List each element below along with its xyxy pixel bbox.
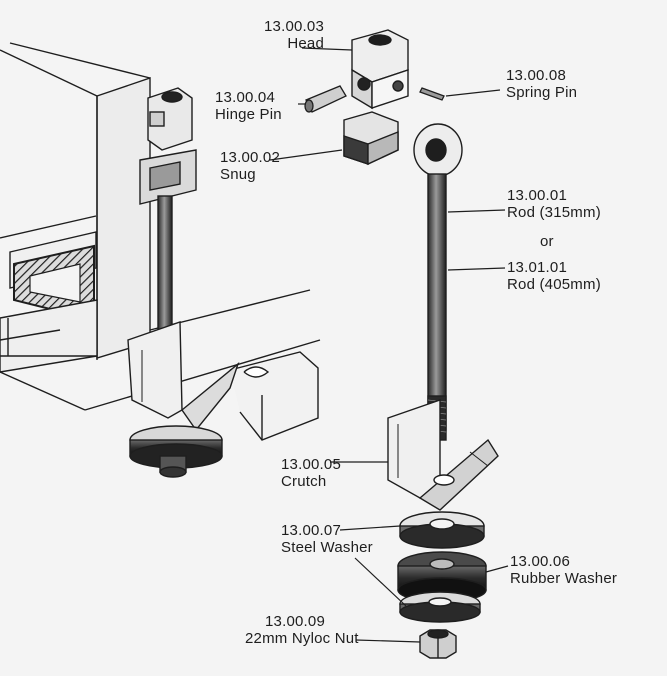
or-text: or <box>540 233 554 250</box>
part-code: 13.00.02 <box>220 149 280 166</box>
assembled-unit <box>127 87 240 478</box>
label-snug: 13.00.02 Snug <box>220 149 280 183</box>
label-nyloc-nut: 13.00.09 22mm Nyloc Nut <box>245 613 359 647</box>
label-or-connector: or <box>540 233 554 250</box>
part-name: Rubber Washer <box>510 570 618 587</box>
label-hinge-pin: 13.00.04 Hinge Pin <box>215 89 282 123</box>
mounting-structure <box>0 42 321 441</box>
part-name: Rod (405mm) <box>507 276 601 293</box>
part-name: Head <box>287 35 324 52</box>
part-name: Spring Pin <box>506 84 578 101</box>
label-rod-405: 13.01.01 Rod (405mm) <box>507 259 601 293</box>
label-spring-pin: 13.00.08 Spring Pin <box>506 67 577 101</box>
part-code: 13.00.05 <box>281 456 341 473</box>
label-steel-washer: 13.00.07 Steel Washer <box>281 522 373 556</box>
exploded-rubber-washer <box>397 551 487 603</box>
label-rubber-washer: 13.00.06 Rubber Washer <box>510 553 617 587</box>
exploded-hinge-pin <box>304 85 347 113</box>
leader-lines <box>269 47 509 643</box>
exploded-steel-washer <box>399 511 485 549</box>
exploded-nyloc-nut <box>419 629 457 659</box>
part-code: 13.00.07 <box>281 522 341 539</box>
part-name: 22mm Nyloc Nut <box>245 630 359 647</box>
label-head: 13.00.03 Head <box>232 18 324 52</box>
label-rod-315: 13.00.01 Rod (315mm) <box>507 187 601 221</box>
exploded-rod <box>413 123 463 441</box>
part-code: 13.00.03 <box>264 18 324 35</box>
part-name: Hinge Pin <box>215 106 282 123</box>
label-crutch: 13.00.05 Crutch <box>281 456 341 490</box>
exploded-head <box>351 29 409 110</box>
exploded-snug <box>343 111 399 166</box>
part-name: Crutch <box>281 473 327 490</box>
part-code: 13.00.06 <box>510 553 570 570</box>
exploded-lower-washer <box>399 591 481 623</box>
exploded-spring-pin <box>419 87 445 101</box>
part-name: Snug <box>220 166 256 183</box>
part-code: 13.00.04 <box>215 89 275 106</box>
exploded-crutch <box>387 399 499 511</box>
part-name: Rod (315mm) <box>507 204 601 221</box>
part-code: 13.00.08 <box>506 67 566 84</box>
part-code: 13.01.01 <box>507 259 567 276</box>
part-name: Steel Washer <box>281 539 373 556</box>
part-code: 13.00.09 <box>265 613 325 630</box>
part-code: 13.00.01 <box>507 187 567 204</box>
